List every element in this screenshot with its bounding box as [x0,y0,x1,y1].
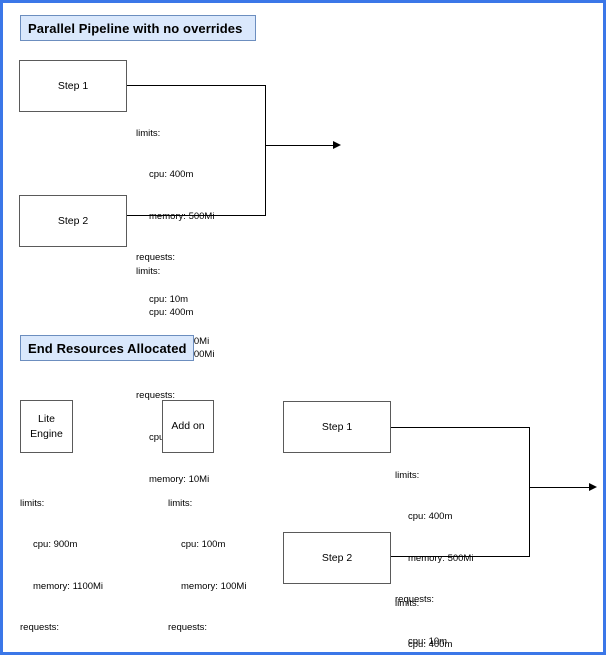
limits-cpu: cpu: 100m [181,539,226,551]
requests-cpu: cpu: 10m [408,636,448,648]
limits-header: limits: [136,127,161,139]
limits-cpu: cpu: 900m [33,539,78,551]
requests-header: requests: [168,622,208,634]
node-bottom-step-2[interactable]: Step 2 [283,532,391,584]
requests-header: requests: [395,594,435,606]
connector-bottom-step1-horizontal [391,427,530,429]
resources-lite-engine: limits: cpu: 900m memory: 1100Mi request… [20,469,104,652]
requests-cpu: cpu: 10m [149,294,189,306]
node-lite-engine-label-line-2: Engine [30,427,63,440]
section-header-parallel-pipeline: Parallel Pipeline with no overrides [20,15,256,41]
connector-top-step2-horizontal [127,215,266,217]
arrow-head-icon-top-output [333,141,341,149]
resources-bottom-step-2: limits: cpu: 400m memory: 500Mi requests… [395,569,473,652]
arrow-head-icon-bottom-output [589,483,597,491]
limits-header: limits: [395,597,420,609]
node-add-on[interactable]: Add on [162,400,214,453]
connector-bottom-output-horizontal [529,487,591,489]
requests-header: requests: [20,622,60,634]
connector-top-junction-vertical [265,85,267,216]
limits-memory: memory: 100Mi [181,580,247,592]
limits-cpu: cpu: 400m [149,169,194,181]
requests-header: requests: [136,390,176,402]
section-header-end-resources: End Resources Allocated [20,335,194,361]
limits-cpu: cpu: 400m [149,307,194,319]
connector-top-output-horizontal [265,145,335,147]
limits-header: limits: [395,469,420,481]
resources-add-on: limits: cpu: 100m memory: 100Mi requests… [168,469,247,652]
node-lite-engine-label-line-1: Lite [38,413,55,426]
limits-memory: memory: 1100Mi [33,580,104,592]
resources-bottom-step-1: limits: cpu: 400m memory: 500Mi requests… [395,441,474,652]
limits-cpu: cpu: 400m [408,511,453,523]
connector-bottom-step2-horizontal [391,556,530,558]
requests-header: requests: [136,252,176,264]
node-bottom-step-1[interactable]: Step 1 [283,401,391,453]
connector-top-step1-horizontal [127,85,266,87]
connector-bottom-junction-vertical [529,427,531,557]
limits-header: limits: [20,497,45,509]
node-lite-engine[interactable]: Lite Engine [20,400,73,453]
node-top-step-2[interactable]: Step 2 [19,195,127,247]
limits-memory: memory: 500Mi [149,210,215,222]
limits-cpu: cpu: 400m [408,639,453,651]
node-top-step-1[interactable]: Step 1 [19,60,127,112]
limits-header: limits: [136,265,161,277]
limits-memory: memory: 500Mi [408,552,474,564]
requests-memory: memory: 10Mi [149,473,210,485]
limits-header: limits: [168,497,193,509]
